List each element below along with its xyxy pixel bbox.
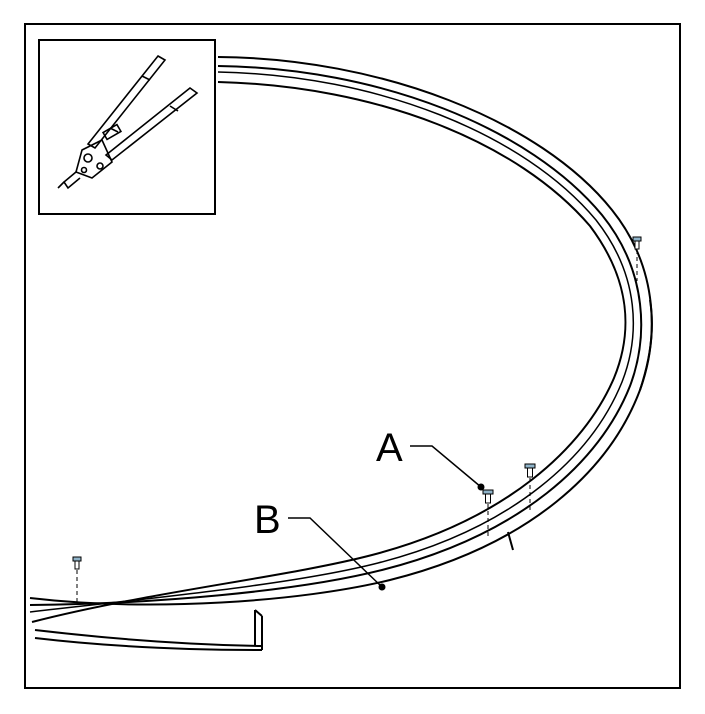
blind-rivet-icon <box>482 489 494 538</box>
ring-bottom-edge <box>31 81 627 623</box>
rivets <box>72 236 642 605</box>
blind-rivet-icon <box>632 236 642 281</box>
ring-track <box>29 56 653 651</box>
ring-outer-edge <box>29 56 653 606</box>
blind-rivet-icon <box>72 556 82 605</box>
blind-rivet-icon <box>524 463 536 512</box>
callout-a-label: A <box>376 426 403 470</box>
segment-joint-line <box>507 531 514 551</box>
callout-b-dot <box>378 583 386 591</box>
ring-right-wall <box>639 299 653 391</box>
ring-inner-edge-2 <box>29 71 634 613</box>
callout-a: A <box>376 426 485 491</box>
callout-a-leader <box>410 445 482 488</box>
ring-lower-profile <box>34 629 263 647</box>
callout-b: B <box>254 498 386 591</box>
callout-a-dot <box>477 483 485 491</box>
segment-end-cap-top <box>254 609 263 617</box>
inset-box <box>38 39 216 215</box>
ring-inner-edge-1 <box>29 65 643 606</box>
callout-b-label: B <box>254 498 281 542</box>
callout-b-leader <box>288 517 383 588</box>
ring-lower-profile-2 <box>34 637 263 651</box>
rivet-gun-icon <box>57 54 199 190</box>
outer-frame <box>24 23 681 689</box>
inset-frame <box>38 39 216 215</box>
